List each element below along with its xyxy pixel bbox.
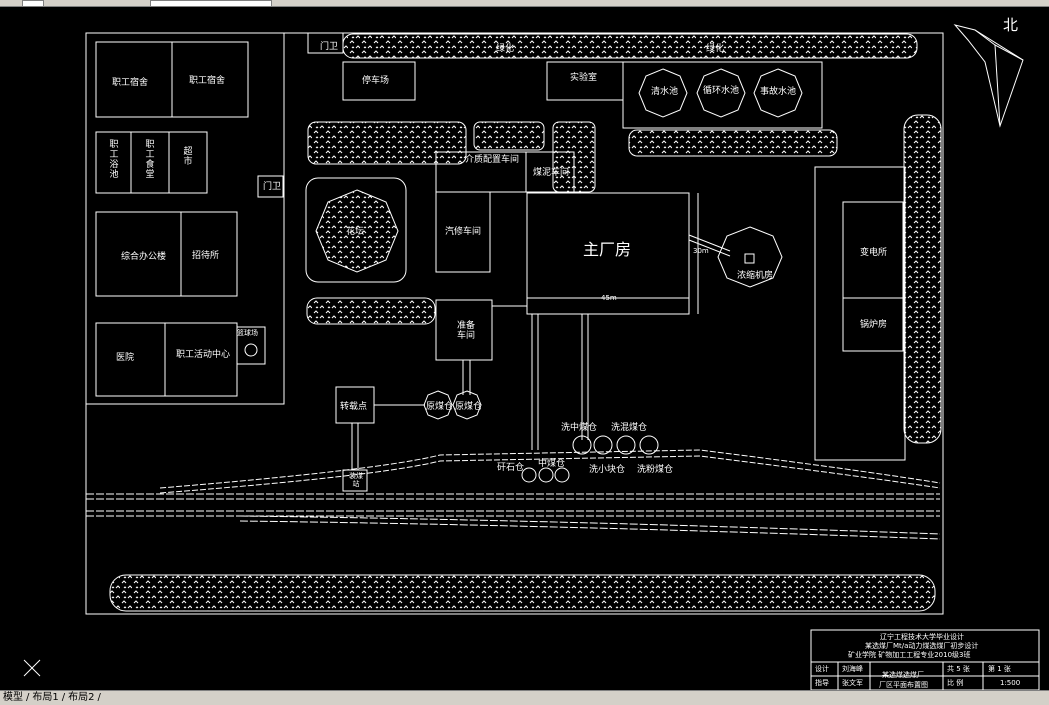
toolbar-field-2[interactable]	[150, 0, 272, 7]
loading-label: 装煤站	[349, 472, 363, 488]
sheet-number: 第 1 张	[988, 665, 1011, 673]
dim-height-label: 30m	[693, 247, 709, 255]
staff-dorm-2-label: 职工宿舍	[189, 76, 226, 86]
top-toolbar-strip	[0, 0, 1049, 7]
layout-tab-bar: 模型/布局1/布局2/	[0, 690, 1049, 705]
clean-bin-label: 洗混煤仓	[611, 423, 648, 433]
title-line-2: 某选煤厂Mt/a动力煤选煤厂初步设计	[865, 642, 979, 650]
ball-court-box	[236, 326, 266, 365]
gate-left-label: 门卫	[263, 182, 282, 192]
garage-label: 汽修车间	[445, 227, 482, 237]
pools-block	[622, 61, 823, 129]
parking-box	[342, 61, 416, 101]
green-belt-right	[903, 114, 942, 444]
prep-workshop-box	[435, 299, 493, 361]
gate-top-label: 门卫	[320, 42, 339, 52]
green-label-2: 绿化	[706, 44, 725, 54]
parking-label: 停车场	[362, 76, 390, 86]
scale-label: 比 例	[947, 679, 964, 687]
boiler-box	[842, 297, 904, 352]
north-arrow-icon	[953, 24, 1024, 128]
gate-left-box	[257, 175, 284, 198]
slime-workshop-box	[525, 151, 575, 193]
activity-center-label: 职工活动中心	[176, 350, 231, 360]
green-belt-mid-left	[307, 121, 467, 165]
medium-workshop-label: 介质配置车间	[464, 155, 519, 165]
substation-label: 变电所	[860, 248, 888, 258]
flowerbed-shape	[315, 189, 399, 273]
toolbar-field-1[interactable]	[22, 0, 44, 7]
guesthouse-label: 招待所	[192, 251, 220, 261]
guide-name: 张文军	[842, 679, 863, 687]
dim-width-label: 45m	[601, 294, 617, 302]
tab-model[interactable]: 模型	[3, 692, 23, 703]
flowerbed-label: 花坛	[346, 227, 365, 237]
clear-pool-shape	[638, 68, 688, 118]
scale-value: 1:500	[1000, 679, 1021, 687]
thickener-label: 浓缩机房	[737, 271, 774, 281]
tab-layout1[interactable]: 布局1	[32, 692, 59, 703]
tab-separator: /	[26, 692, 30, 703]
mid-bin-label: 中煤仓	[538, 459, 566, 469]
green-label-1: 绿化	[496, 44, 515, 54]
accident-pool-label: 事故水池	[760, 87, 797, 97]
tab-layout2[interactable]: 布局2	[68, 692, 95, 703]
drawing-title-2: 厂区平面布置图	[879, 681, 928, 689]
main-plant-label: 主厂房	[583, 240, 632, 259]
supermarket-label: 超市	[183, 147, 193, 167]
small-bin-label: 洗小块仓	[589, 465, 626, 475]
design-label: 设计	[815, 665, 829, 673]
tab-separator: /	[97, 692, 101, 703]
staff-canteen-label: 职工食堂	[145, 140, 155, 180]
title-line-1: 辽宁工程技术大学毕业设计	[880, 633, 964, 641]
wash-mid-bin-label: 洗中煤仓	[561, 423, 598, 433]
staff-bath-label: 职工浴池	[109, 140, 119, 180]
green-belt-bottom	[109, 574, 936, 612]
transfer-label: 转载点	[340, 402, 368, 412]
gangue-bin-label: 矸石仓	[497, 463, 525, 473]
prep-workshop-label: 准备车间	[456, 321, 475, 341]
tab-separator: /	[61, 692, 66, 703]
garage-box	[435, 191, 491, 273]
guide-label: 指导	[815, 679, 829, 687]
slime-workshop-label: 煤泥车间	[533, 168, 570, 178]
title-line-3: 矿业学院 矿物加工工程专业2010级3班	[848, 651, 971, 659]
staff-dorm-1-label: 职工宿舍	[112, 78, 149, 88]
lab-label: 实验室	[570, 73, 598, 83]
boiler-label: 锅炉房	[860, 320, 888, 330]
office-block	[95, 211, 238, 297]
sheets-count: 共 5 张	[947, 665, 970, 673]
main-plant-box[interactable]	[526, 192, 690, 315]
title-block-frame	[810, 629, 1040, 690]
ball-court-label: 篮球场	[237, 329, 258, 337]
hospital-label: 医院	[116, 353, 135, 363]
clear-pool-label: 清水池	[651, 87, 679, 97]
north-label: 北	[1003, 16, 1019, 34]
green-belt-top	[342, 33, 918, 59]
living-zone	[85, 32, 285, 405]
design-name: 刘海峰	[842, 665, 863, 673]
circ-pool-label: 循环水池	[703, 86, 740, 96]
loading-box	[342, 469, 368, 492]
raw-bin-1-label: 原煤仓	[426, 402, 454, 412]
powder-bin-label: 洗粉煤仓	[637, 465, 674, 475]
thickener-shape	[717, 226, 783, 288]
bath-canteen-block	[95, 131, 208, 194]
office-label: 综合办公楼	[121, 252, 167, 262]
drawing-title-1: 某选煤选煤厂	[882, 671, 924, 679]
cad-drawing-canvas[interactable]	[0, 6, 1049, 690]
raw-bin-2-label: 原煤仓	[455, 402, 483, 412]
